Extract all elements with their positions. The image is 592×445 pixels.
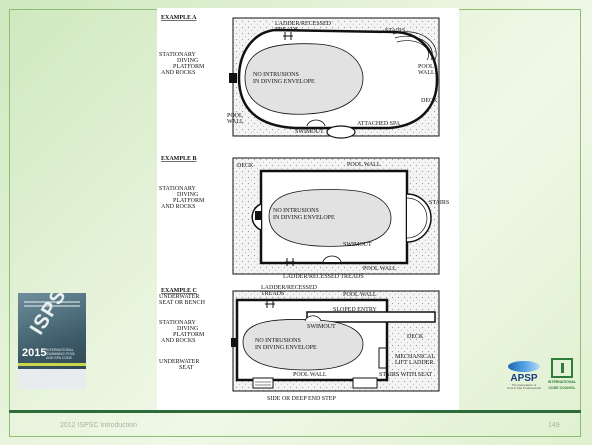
stairs-seat-label-c: STAIRS WITH SEAT bbox=[379, 372, 432, 378]
diving-platform-c bbox=[231, 338, 238, 347]
bench-label-c-1: UNDERWATER bbox=[159, 294, 199, 300]
diving-platform-b bbox=[255, 211, 262, 220]
cover-title: ISPSC bbox=[26, 293, 80, 339]
icc-name-2: CODE COUNCIL bbox=[548, 386, 576, 390]
envelope-label-b-2: IN DIVING ENVELOPE bbox=[273, 215, 335, 221]
page-number: 149 bbox=[548, 422, 560, 429]
icc-name-1: INTERNATIONAL bbox=[547, 380, 577, 384]
envelope-label-c-1: NO INTRUSIONS bbox=[255, 338, 301, 344]
deck-label-a: DECK bbox=[421, 98, 438, 104]
icc-logo: INTERNATIONAL CODE COUNCIL bbox=[547, 358, 577, 394]
sloped-entry-c bbox=[306, 311, 436, 323]
cover-subtitle: INTERNATIONAL SWIMMING POOL AND SPA CODE bbox=[46, 348, 76, 360]
example-a-heading: EXAMPLE A bbox=[161, 15, 197, 21]
bench-label-c-2: SEAT OR BENCH bbox=[159, 300, 206, 306]
swimout-label-c: SWIMOUT bbox=[307, 324, 336, 330]
cover-year: 2015 bbox=[22, 347, 47, 359]
pool-wall-top-label-c: POOL WALL bbox=[343, 292, 377, 298]
platform-label-a-4: AND ROCKS bbox=[161, 70, 196, 76]
apsp-swoosh-icon bbox=[508, 361, 540, 372]
ladder-label-a-1: LADDER/RECESSED bbox=[275, 21, 332, 27]
diving-envelope-a bbox=[244, 43, 364, 115]
footer-title: 2012 ISPSC Introduction bbox=[60, 422, 138, 429]
footer-rule bbox=[9, 410, 581, 413]
example-b-heading: EXAMPLE B bbox=[161, 156, 197, 162]
platform-label-b-2: DIVING bbox=[177, 192, 199, 198]
pool-diagram-figure: EXAMPLE A LADDER/RECESSED TREADS STAIRS … bbox=[157, 8, 459, 410]
platform-label-c-1: STATIONARY bbox=[159, 320, 197, 326]
example-a: EXAMPLE A LADDER/RECESSED TREADS STAIRS … bbox=[159, 15, 440, 139]
ladder-label-c-2: TREADS bbox=[261, 291, 284, 297]
platform-label-b-4: AND ROCKS bbox=[161, 204, 196, 210]
icc-emblem-icon bbox=[551, 358, 573, 378]
pool-wall-bottom-label-b: POOL WALL bbox=[363, 266, 397, 272]
envelope-label-c-2: IN DIVING ENVELOPE bbox=[255, 345, 317, 351]
platform-label-a-3: PLATFORM bbox=[173, 64, 205, 70]
diving-envelope-b bbox=[268, 189, 392, 247]
apsp-tagline-2: Pool & Spa Professionals bbox=[507, 386, 541, 390]
apsp-name: APSP bbox=[510, 373, 538, 384]
spa-label-a: ATTACHED SPA bbox=[357, 121, 401, 127]
example-c-heading: EXAMPLE C bbox=[161, 288, 197, 294]
apsp-tagline-1: The Association of bbox=[511, 383, 537, 387]
pool-diagram: EXAMPLE A LADDER/RECESSED TREADS STAIRS … bbox=[159, 15, 449, 402]
pool-wall-bottom-label-c: POOL WALL bbox=[293, 372, 327, 378]
diving-envelope-c bbox=[242, 319, 364, 371]
pool-wall-label-a-1: POOL bbox=[418, 64, 434, 70]
stairs-label-a: STAIRS bbox=[385, 28, 405, 34]
ladder-label-b: LADDER/RECESSED TREADS bbox=[283, 274, 364, 280]
deck-label-b: DECK bbox=[237, 163, 254, 169]
example-c: EXAMPLE C UNDERWATER SEAT OR BENCH LADDE… bbox=[159, 285, 440, 402]
mechanical-label-c-2: LIFT LADDER bbox=[395, 360, 433, 366]
pool-wall-label-a-4: WALL bbox=[227, 119, 244, 125]
envelope-label-a-2: IN DIVING ENVELOPE bbox=[253, 79, 315, 85]
swimout-label-b: SWIMOUT bbox=[343, 242, 372, 248]
swimout-label-a: SWIMOUT bbox=[295, 129, 324, 135]
stairs-label-b: STAIRS bbox=[429, 200, 449, 206]
platform-label-b-3: PLATFORM bbox=[173, 198, 205, 204]
envelope-label-a-1: NO INTRUSIONS bbox=[253, 72, 299, 78]
pool-wall-label-a-3: POOL bbox=[227, 113, 243, 119]
platform-label-b-1: STATIONARY bbox=[159, 186, 197, 192]
seat-label-c-2: SEAT bbox=[179, 365, 194, 371]
pool-wall-label-a-2: WALL bbox=[418, 70, 435, 76]
ispsc-book-cover: ISPSC 2015 INTERNATIONAL SWIMMING POOL A… bbox=[18, 293, 86, 389]
sloped-entry-label-c: SLOPED ENTRY bbox=[333, 307, 378, 313]
ladder-label-a-2: TREADS bbox=[275, 27, 298, 33]
platform-label-c-3: PLATFORM bbox=[173, 332, 205, 338]
diving-platform-a bbox=[229, 73, 237, 83]
ladder-label-c-1: LADDER/RECESSED bbox=[261, 285, 318, 291]
deck-label-c: DECK bbox=[407, 334, 424, 340]
platform-label-a-1: STATIONARY bbox=[159, 52, 197, 58]
example-b: EXAMPLE B DECK POOL WALL STATIONARY DIVI… bbox=[159, 156, 449, 280]
platform-label-c-2: DIVING bbox=[177, 326, 199, 332]
seat-label-c-1: UNDERWATER bbox=[159, 359, 199, 365]
envelope-label-b-1: NO INTRUSIONS bbox=[273, 208, 319, 214]
platform-label-c-4: AND ROCKS bbox=[161, 338, 196, 344]
platform-label-a-2: DIVING bbox=[177, 58, 199, 64]
apsp-logo: APSP The Association of Pool & Spa Profe… bbox=[504, 361, 544, 395]
step-label-c: SIDE OR DEEP END STEP bbox=[267, 396, 336, 402]
mechanical-label-c-1: MECHANICAL bbox=[395, 354, 435, 360]
pool-wall-top-label-b: POOL WALL bbox=[347, 162, 381, 168]
